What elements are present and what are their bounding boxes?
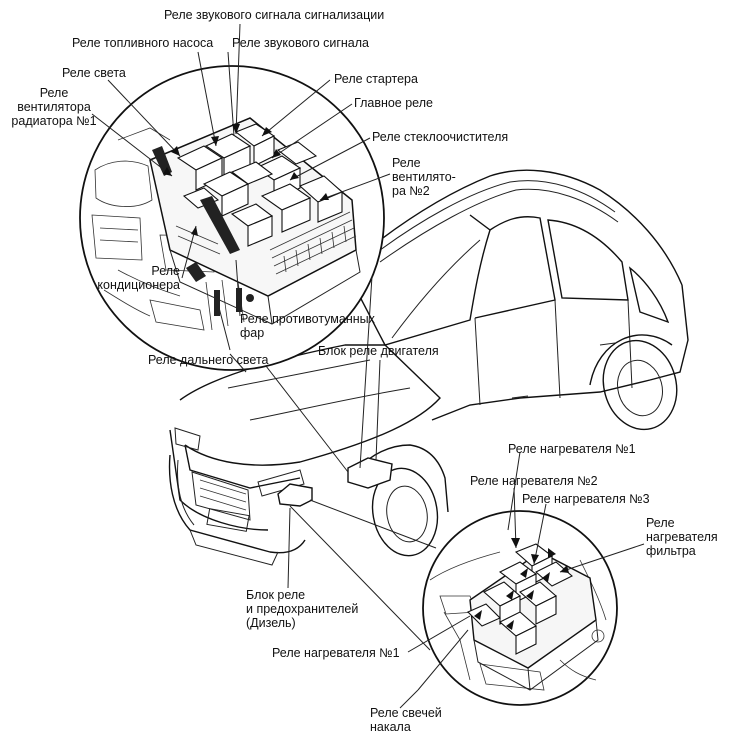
label-ac-relay: Реле кондиционера [97,264,180,292]
label-heater-relay-1-bottom: Реле нагревателя №1 [272,646,400,660]
label-fuel-pump-relay: Реле топливного насоса [72,36,214,50]
label-heater-relay-1-top: Реле нагревателя №1 [508,442,636,456]
label-wiper-relay: Реле стеклоочистителя [372,130,509,144]
diesel-relay-block-magnifier [289,487,645,709]
label-starter-relay: Реле стартера [334,72,418,86]
label-horn-relay: Реле звукового сигнала [232,36,370,50]
label-fog-lamp-relay: Реле противотуманных фар [240,312,375,340]
label-headlight-relay: Реле света [62,66,126,80]
label-alarm-horn-relay: Реле звукового сигнала сигнализации [164,8,385,22]
label-relay-fuse-block-diesel: Блок реле и предохранителей (Дизель) [246,588,359,630]
label-fan-relay-2: Реле вентилято- ра №2 [392,156,456,198]
label-heater-relay-3: Реле нагревателя №3 [522,492,650,506]
label-filter-heater-relay: Реле нагревателя фильтра [646,516,718,558]
label-high-beam-relay: Реле дальнего света [148,353,269,367]
vehicle-illustration [168,169,689,566]
label-radiator-fan-relay-1: Реле вентилятора радиатора №1 [11,86,97,128]
label-engine-relay-block: Блок реле двигателя [318,344,439,358]
engine-relay-block-magnifier [79,23,391,473]
label-glow-plug-relay: Реле свечей накала [370,706,442,734]
label-heater-relay-2: Реле нагревателя №2 [470,474,598,488]
label-main-relay: Главное реле [354,96,433,110]
